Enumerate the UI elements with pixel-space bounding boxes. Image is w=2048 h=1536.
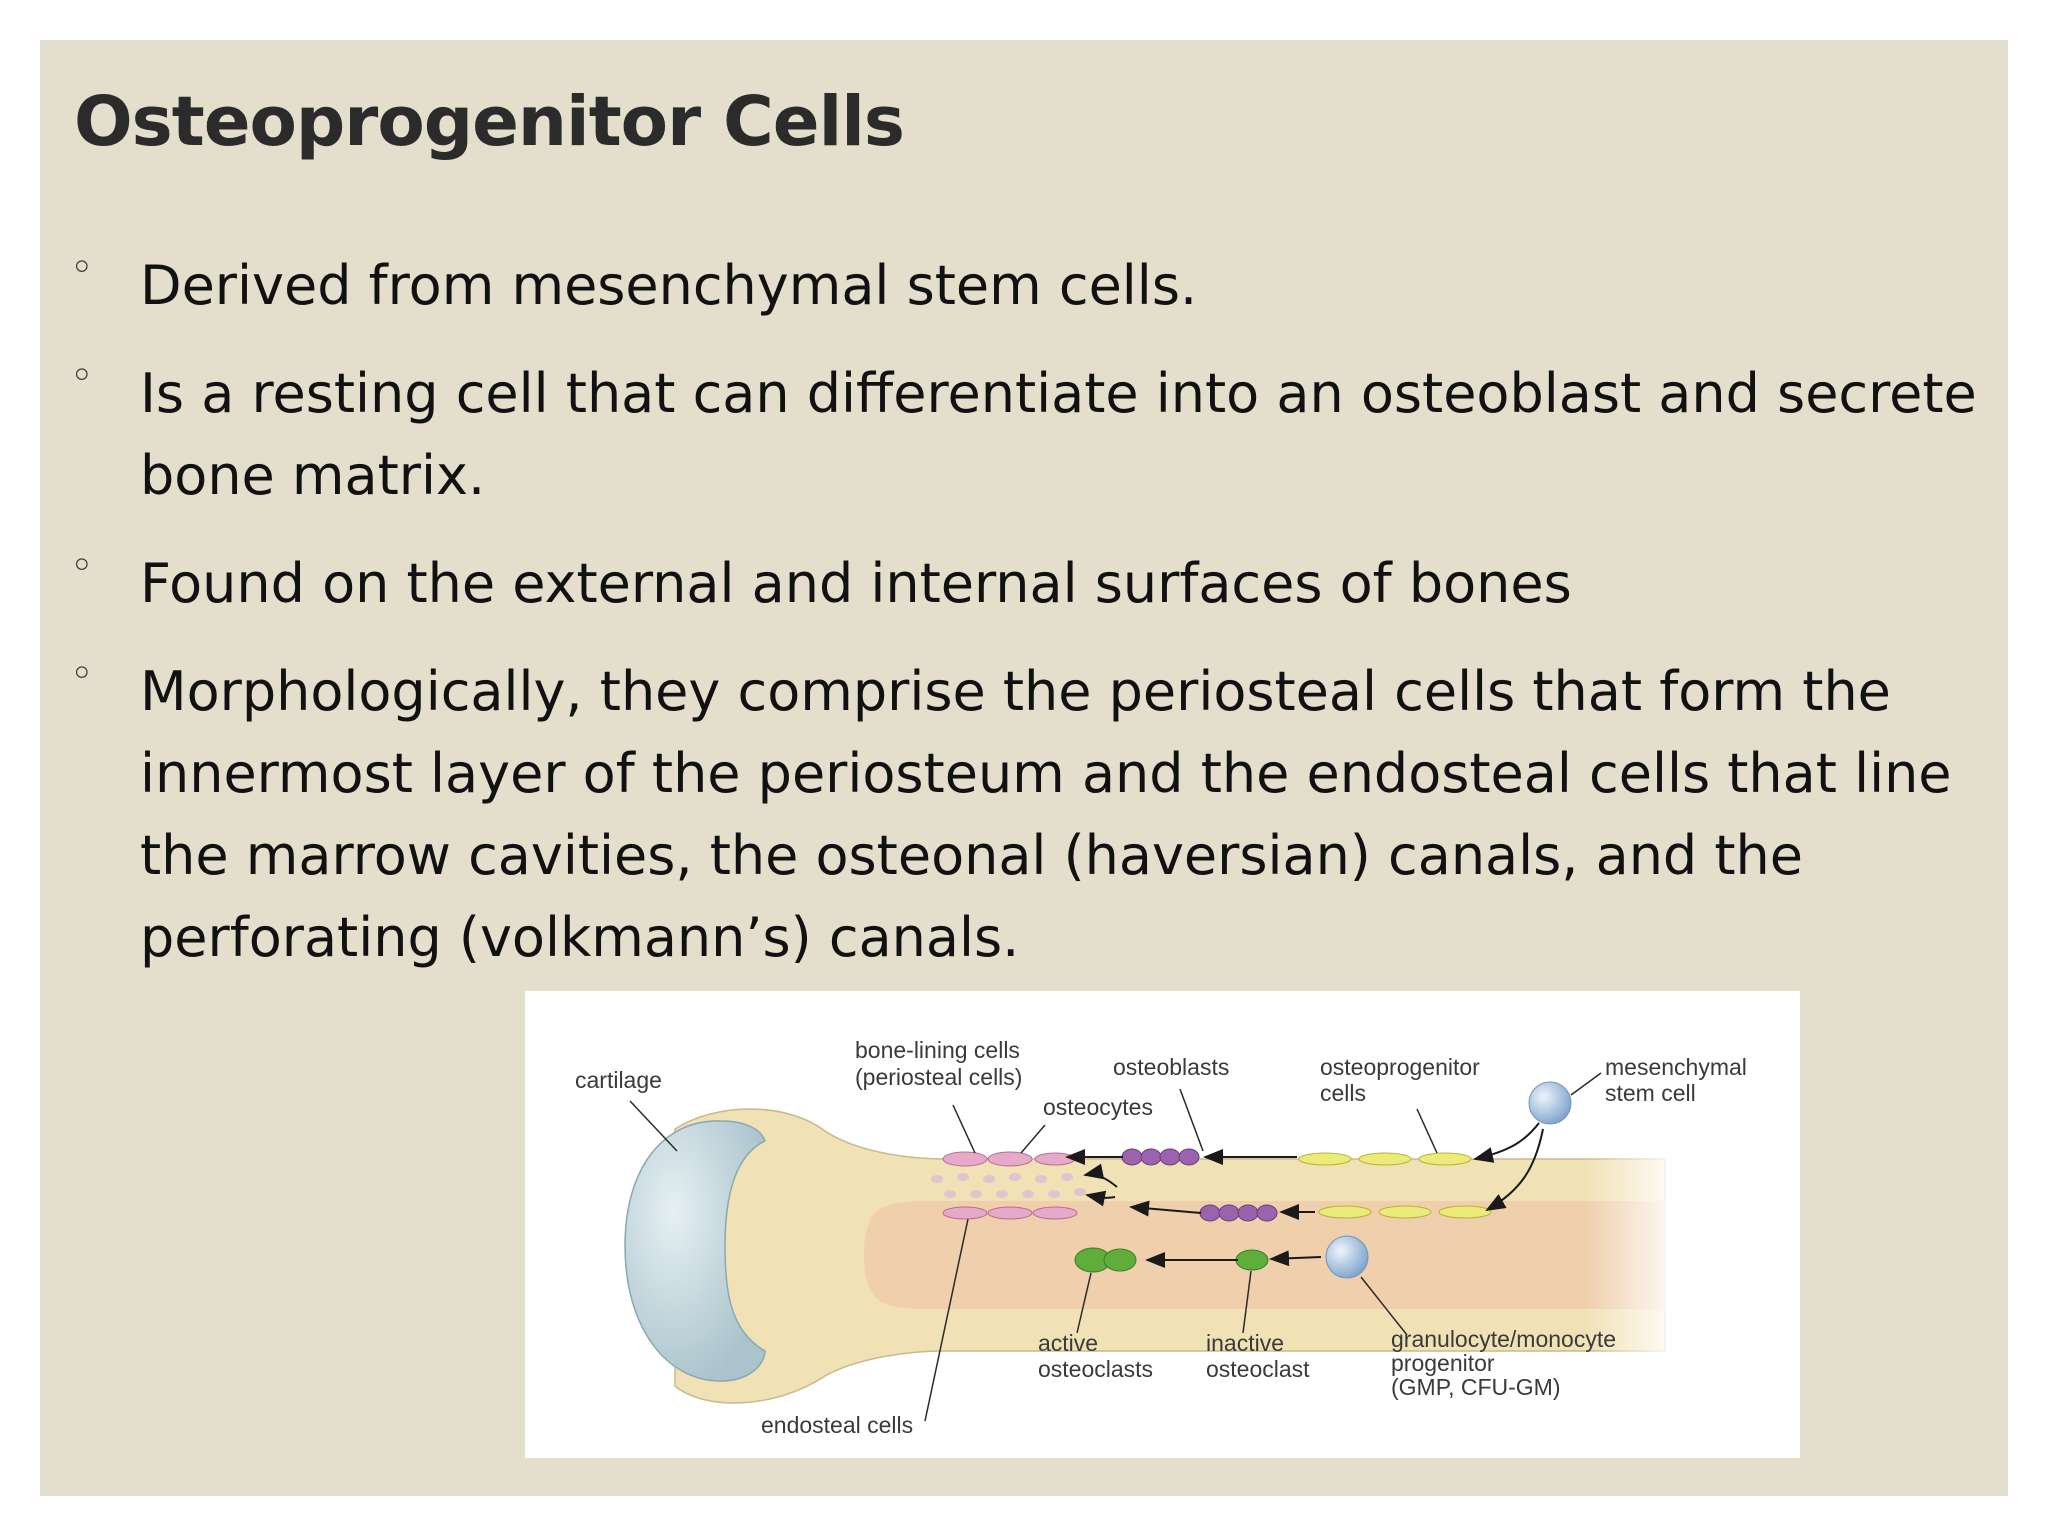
osteocyte-cluster (931, 1173, 1086, 1198)
label-osteocytes: osteocytes (1043, 1094, 1153, 1120)
label-osteoprogenitor-2: cells (1320, 1080, 1366, 1106)
active-osteoclasts (1074, 1247, 1137, 1273)
bullet-text: Morphologically, they comprise the perio… (140, 660, 1952, 969)
label-mesenchymal-1: mesenchymal (1605, 1054, 1747, 1080)
bone-cells-figure: cartilage bone-lining cells (periosteal … (525, 991, 1800, 1458)
osteoprogenitor-cells (1298, 1152, 1492, 1219)
bullet-item: ◦ Found on the external and internal surf… (70, 543, 1995, 625)
bullet-item: ◦ Derived from mesenchymal stem cells. (70, 245, 1995, 327)
label-active-1: active (1038, 1330, 1098, 1356)
label-mesenchymal-2: stem cell (1605, 1080, 1696, 1106)
bullet-text: Is a resting cell that can differentiate… (140, 362, 1977, 507)
bullet-marker: ◦ (70, 245, 94, 291)
label-endosteal: endosteal cells (761, 1412, 913, 1438)
cartilage-cap (624, 1120, 766, 1382)
bullet-item: ◦ Morphologically, they comprise the peri… (70, 651, 1995, 979)
gmp-progenitor-cell (1325, 1235, 1369, 1279)
label-gmp-1: granulocyte/monocyte (1391, 1326, 1616, 1352)
endosteal-lining-cells (942, 1206, 1078, 1220)
bullet-text: Found on the external and internal surfa… (140, 552, 1572, 615)
mesenchymal-stem-cell (1528, 1081, 1572, 1125)
bullet-marker: ◦ (70, 651, 94, 697)
label-osteoblasts: osteoblasts (1113, 1054, 1229, 1080)
label-bone-lining-2: (periosteal cells) (855, 1064, 1022, 1090)
periosteal-lining-cells (942, 1151, 1076, 1167)
label-cartilage: cartilage (575, 1067, 662, 1093)
bullet-marker: ◦ (70, 543, 94, 589)
label-active-2: osteoclasts (1038, 1356, 1153, 1382)
slide: Osteoprogenitor Cells ◦ Derived from mese… (40, 40, 2008, 1496)
label-bone-lining-1: bone-lining cells (855, 1037, 1020, 1063)
bullet-marker: ◦ (70, 353, 94, 399)
inactive-osteoclast (1235, 1249, 1269, 1271)
bullet-list: ◦ Derived from mesenchymal stem cells. ◦ I… (70, 245, 1995, 1005)
bone-diagram: cartilage bone-lining cells (periosteal … (575, 1037, 1747, 1438)
label-gmp-3: (GMP, CFU-GM) (1391, 1374, 1561, 1400)
slide-title: Osteoprogenitor Cells (74, 82, 905, 162)
label-inactive-1: inactive (1206, 1330, 1284, 1356)
bullet-text: Derived from mesenchymal stem cells. (140, 254, 1198, 317)
label-osteoprogenitor-1: osteoprogenitor (1320, 1054, 1480, 1080)
label-inactive-2: osteoclast (1206, 1356, 1310, 1382)
label-gmp-2: progenitor (1391, 1350, 1495, 1376)
bullet-item: ◦ Is a resting cell that can differentiat… (70, 353, 1995, 517)
